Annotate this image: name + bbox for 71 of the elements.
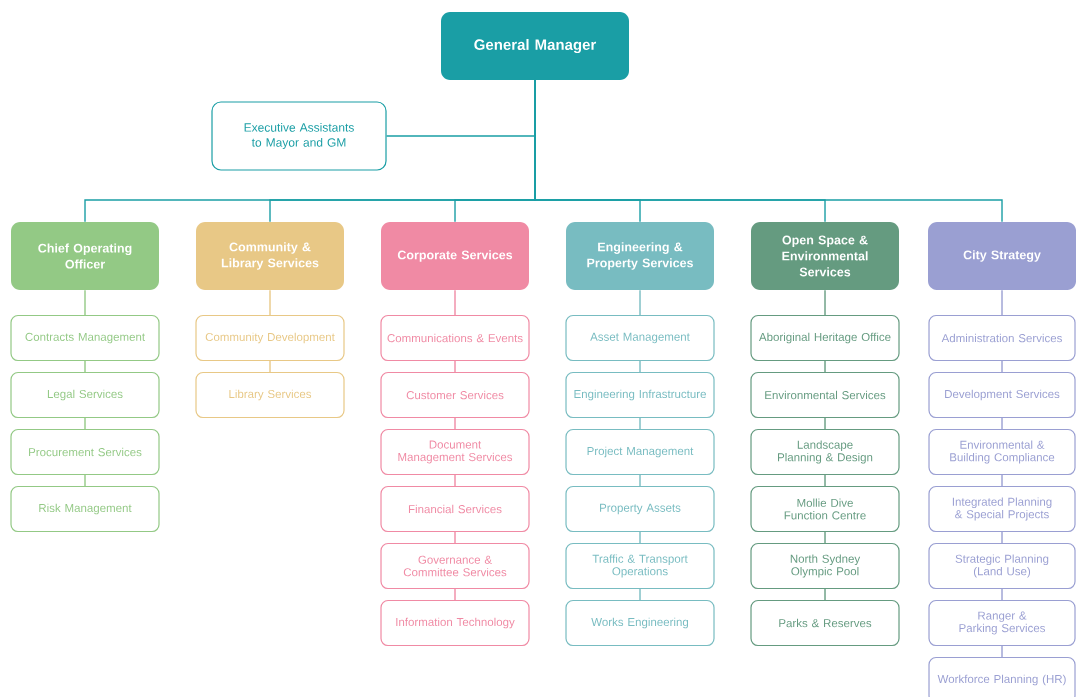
unit-box: Library Services [195, 371, 345, 419]
connector-line [454, 289, 456, 316]
connector-line [1001, 588, 1003, 601]
unit-box: Aboriginal Heritage Office [750, 314, 900, 362]
connector-line [639, 531, 641, 544]
connector-line [824, 289, 826, 316]
unit-box: Ranger & Parking Services [928, 599, 1076, 647]
connector-line [1001, 474, 1003, 487]
connector-line [824, 531, 826, 544]
department-box: Open Space & Environmental Services [751, 222, 899, 290]
connector-line [824, 417, 826, 430]
connector-line [824, 474, 826, 487]
department-box: Community & Library Services [196, 222, 344, 290]
connector-line [84, 417, 86, 430]
unit-box: Procurement Services [10, 428, 160, 476]
unit-box: Environmental & Building Compliance [928, 428, 1076, 476]
connector-line [639, 588, 641, 601]
unit-box: Landscape Planning & Design [750, 428, 900, 476]
unit-box: North Sydney Olympic Pool [750, 542, 900, 590]
unit-box: Workforce Planning (HR) [928, 656, 1076, 697]
connector-line [269, 289, 271, 316]
unit-box: Governance & Committee Services [380, 542, 530, 590]
unit-box: Asset Management [565, 314, 715, 362]
connector-line [1001, 417, 1003, 430]
unit-box: Project Management [565, 428, 715, 476]
unit-box: Information Technology [380, 599, 530, 647]
department-box: City Strategy [928, 222, 1076, 290]
unit-box: Customer Services [380, 371, 530, 419]
unit-box: Document Management Services [380, 428, 530, 476]
unit-box: Community Development [195, 314, 345, 362]
connector-line [1001, 531, 1003, 544]
connector-line [534, 79, 1003, 223]
unit-box: Works Engineering [565, 599, 715, 647]
connector-line [1001, 645, 1003, 658]
unit-box: Risk Management [10, 485, 160, 533]
connector-line [824, 588, 826, 601]
assistant-box: Executive Assistants to Mayor and GM [211, 101, 387, 171]
department-box: Chief Operating Officer [11, 222, 159, 290]
unit-box: Engineering Infrastructure [565, 371, 715, 419]
connector-line [639, 360, 641, 373]
unit-box: Financial Services [380, 485, 530, 533]
connector-line [639, 474, 641, 487]
unit-box: Integrated Planning & Special Projects [928, 485, 1076, 533]
connector-line [454, 360, 456, 373]
connector-line [824, 360, 826, 373]
connector-line [639, 289, 641, 316]
connector-line [84, 289, 86, 316]
manager-box: General Manager [441, 12, 629, 80]
connector-line [1001, 289, 1003, 316]
unit-box: Contracts Management [10, 314, 160, 362]
unit-box: Parks & Reserves [750, 599, 900, 647]
unit-box: Communications & Events [380, 314, 530, 362]
unit-box: Legal Services [10, 371, 160, 419]
unit-box: Administration Services [928, 314, 1076, 362]
connector-line [269, 360, 271, 373]
unit-box: Environmental Services [750, 371, 900, 419]
unit-box: Strategic Planning (Land Use) [928, 542, 1076, 590]
connector-line [1001, 360, 1003, 373]
connector-line [84, 360, 86, 373]
connector-line [639, 417, 641, 430]
unit-box: Development Services [928, 371, 1076, 419]
unit-box: Mollie Dive Function Centre [750, 485, 900, 533]
department-box: Corporate Services [381, 222, 529, 290]
connector-line [454, 531, 456, 544]
unit-box: Traffic & Transport Operations [565, 542, 715, 590]
connector-line [454, 588, 456, 601]
connector-line [84, 474, 86, 487]
department-box: Engineering & Property Services [566, 222, 714, 290]
connector-line [454, 417, 456, 430]
connector-line [454, 474, 456, 487]
unit-box: Property Assets [565, 485, 715, 533]
